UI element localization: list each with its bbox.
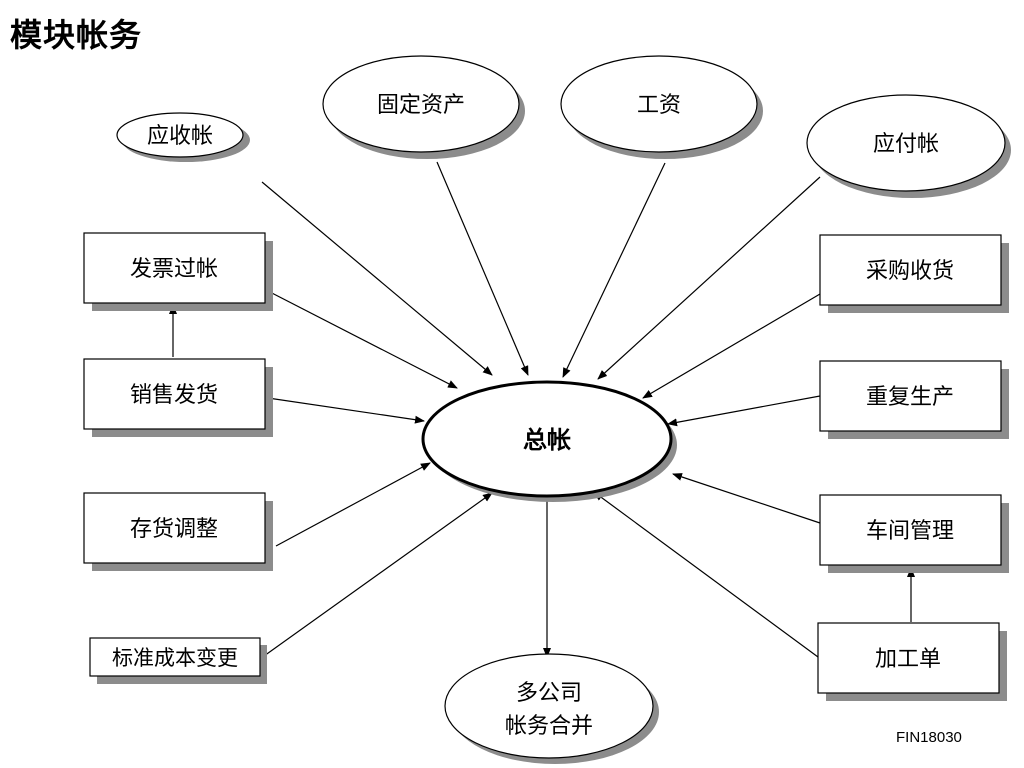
node-std-cost-change: 标准成本变更 — [89, 637, 267, 684]
node-work-order-label: 加工单 — [875, 647, 941, 672]
document-code: FIN18030 — [896, 729, 962, 746]
arrow-workorder-to-gl — [593, 491, 819, 658]
node-std-cost-change-label: 标准成本变更 — [112, 646, 238, 670]
node-multi-company-label-2: 帐务合并 — [505, 714, 593, 739]
node-ar: 应收帐 — [116, 112, 250, 162]
node-sales-shipping-label: 销售发货 — [130, 383, 218, 408]
node-ar-label: 应收帐 — [147, 124, 213, 149]
node-inventory-adjust: 存货调整 — [83, 492, 273, 571]
node-ap-label: 应付帐 — [873, 132, 939, 157]
node-general-ledger-label: 总帐 — [523, 426, 571, 454]
node-work-order: 加工单 — [817, 622, 1007, 701]
node-repetitive-production: 重复生产 — [819, 360, 1009, 439]
page-title: 模块帐务 — [10, 16, 143, 54]
node-purchase-receipt-label: 采购收货 — [866, 259, 954, 284]
arrow-ar-to-gl — [261, 181, 493, 376]
node-invoice-posting: 发票过帐 — [83, 232, 273, 311]
arrow-payroll-to-gl — [562, 162, 666, 378]
arrow-purchase-to-gl — [642, 293, 821, 399]
connectors — [169, 161, 915, 658]
node-shop-floor: 车间管理 — [819, 494, 1009, 573]
arrow-shopfloor-to-gl — [672, 473, 821, 524]
node-general-ledger: 总帐 — [421, 380, 677, 502]
node-repetitive-production-label: 重复生产 — [866, 385, 954, 410]
arrow-fixed-assets-to-gl — [436, 161, 529, 376]
arrow-invoice-to-gl — [265, 289, 458, 389]
node-fixed-assets-label: 固定资产 — [377, 93, 465, 118]
node-inventory-adjust-label: 存货调整 — [130, 517, 218, 542]
node-invoice-posting-label: 发票过帐 — [130, 257, 218, 282]
arrow-sales-to-gl — [267, 397, 425, 424]
node-payroll: 工资 — [560, 55, 763, 159]
node-fixed-assets: 固定资产 — [322, 55, 525, 159]
arrow-repetitive-to-gl — [667, 395, 821, 427]
node-ap: 应付帐 — [806, 94, 1011, 198]
node-purchase-receipt: 采购收货 — [819, 234, 1009, 313]
node-multi-company-label-1: 多公司 — [516, 681, 582, 706]
arrow-inventory-to-gl — [275, 462, 431, 547]
node-payroll-label: 工资 — [637, 93, 681, 118]
node-shop-floor-label: 车间管理 — [866, 519, 954, 544]
node-multi-company: 多公司 帐务合并 — [444, 653, 659, 764]
node-sales-shipping: 销售发货 — [83, 358, 273, 437]
arrow-stdcost-to-gl — [263, 492, 493, 657]
arrow-ap-to-gl — [597, 176, 821, 380]
